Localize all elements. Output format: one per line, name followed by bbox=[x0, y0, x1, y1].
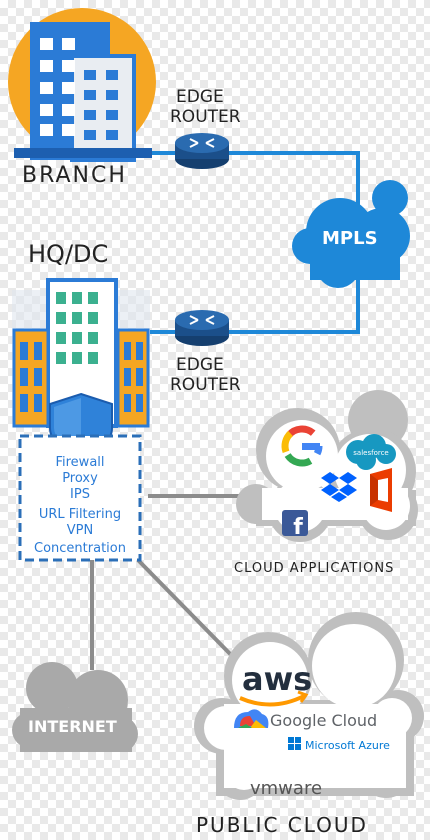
edge-router-top-line2: ROUTER bbox=[170, 107, 241, 127]
salesforce-icon: salesforce bbox=[346, 434, 396, 470]
link-security-public-cloud bbox=[136, 558, 240, 664]
edge-router-top-line1: EDGE bbox=[176, 87, 224, 107]
public-cloud: aws Google Cloud Microsoft Azure vmware … bbox=[194, 612, 424, 837]
service-firewall: Firewall bbox=[55, 455, 104, 470]
facebook-icon: f bbox=[282, 510, 308, 540]
vmware-logo: vmware bbox=[250, 778, 322, 799]
svg-text:salesforce: salesforce bbox=[353, 449, 388, 457]
mpls-cloud: MPLS bbox=[292, 180, 410, 288]
hq-label: HQ/DC bbox=[28, 240, 108, 268]
svg-text:f: f bbox=[293, 515, 303, 540]
service-proxy: Proxy bbox=[62, 471, 98, 486]
edge-router-top: EDGE ROUTER bbox=[170, 87, 241, 169]
service-url-filtering: URL Filtering bbox=[39, 507, 121, 522]
router-icon bbox=[175, 133, 229, 153]
edge-router-bottom-line1: EDGE bbox=[176, 355, 224, 375]
public-cloud-label: PUBLIC CLOUD bbox=[196, 813, 368, 837]
hq-building: HQ/DC bbox=[12, 240, 150, 458]
connections bbox=[90, 151, 360, 670]
internet-cloud: INTERNET bbox=[12, 662, 138, 752]
cloud-applications: salesforce f CLOUD APPLICATIONS bbox=[234, 390, 418, 576]
google-icon bbox=[281, 425, 323, 467]
internet-label: INTERNET bbox=[28, 717, 117, 736]
azure-icon bbox=[288, 737, 301, 750]
link-hq-mpls bbox=[228, 275, 360, 334]
office-icon bbox=[370, 468, 392, 512]
mpls-label: MPLS bbox=[322, 228, 378, 249]
router-icon bbox=[175, 310, 229, 330]
branch-label: BRANCH bbox=[22, 163, 127, 188]
security-services-box: Firewall Proxy IPS URL Filtering VPN Con… bbox=[18, 434, 142, 562]
branch-building: BRANCH bbox=[8, 8, 156, 188]
dropbox-icon bbox=[321, 472, 357, 502]
service-vpn: VPN bbox=[67, 523, 93, 538]
edge-router-bottom: EDGE ROUTER bbox=[170, 310, 241, 395]
service-concentration: Concentration bbox=[34, 541, 126, 556]
cloud-applications-label: CLOUD APPLICATIONS bbox=[234, 561, 394, 576]
service-ips: IPS bbox=[70, 487, 90, 502]
google-cloud-logo: Google Cloud bbox=[270, 711, 377, 730]
google-cloud-icon bbox=[234, 709, 269, 728]
aws-smile-icon bbox=[239, 694, 305, 707]
link-branch-mpls bbox=[228, 151, 360, 218]
edge-router-bottom-line2: ROUTER bbox=[170, 375, 241, 395]
azure-logo: Microsoft Azure bbox=[305, 739, 390, 752]
